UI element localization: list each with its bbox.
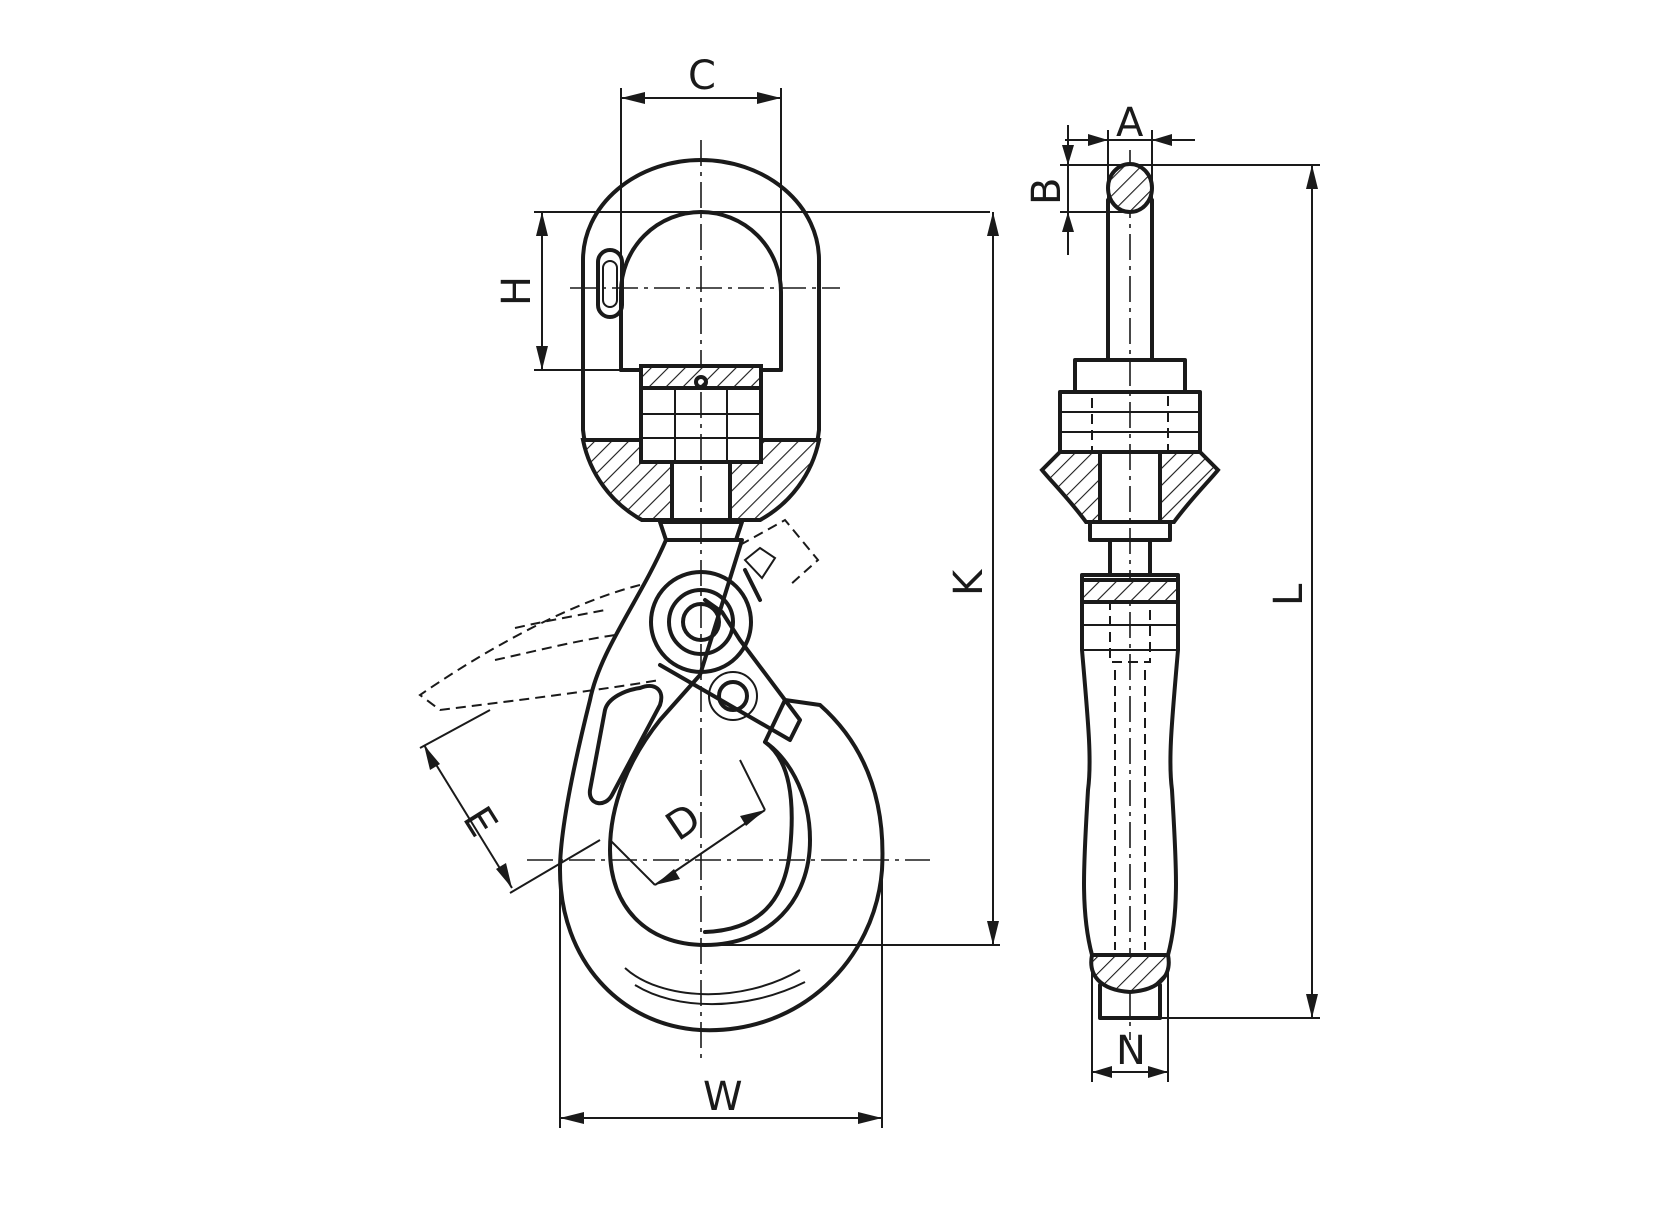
latch-open-phantom-detail xyxy=(494,634,616,661)
dim-e-line xyxy=(423,744,513,889)
dim-e-arrow-bottom xyxy=(496,863,512,888)
dim-d-arrow-right xyxy=(740,810,765,826)
dim-h-label: H xyxy=(494,276,540,306)
dim-w-arrow-left xyxy=(560,1112,584,1124)
hook-body-outline xyxy=(558,538,885,1033)
latch-pivot-ring xyxy=(667,588,735,656)
eye-side-slot xyxy=(596,248,624,319)
latch-trigger-button xyxy=(717,680,749,712)
latch-arm xyxy=(743,568,762,602)
hook-inner-rib xyxy=(624,967,801,996)
dim-a-arrow-right xyxy=(1152,134,1172,146)
dim-c-arrow-left xyxy=(621,92,645,104)
dim-n-arrow-left xyxy=(1092,1066,1112,1078)
dim-a-label: A xyxy=(1116,100,1144,146)
latch-pivot-inner xyxy=(681,602,721,642)
dim-e-arrow-top xyxy=(424,745,440,770)
latch-open-phantom xyxy=(418,584,661,712)
hook-throat-inner xyxy=(703,740,794,934)
eye-lower-right-section xyxy=(728,438,822,522)
dim-n-arrow-right xyxy=(1148,1066,1168,1078)
side-view: A B L N xyxy=(1024,100,1320,1082)
side-hook-center-slot xyxy=(1114,670,1146,950)
dim-k-label: K xyxy=(946,568,992,596)
dim-c-label: C xyxy=(688,53,716,99)
dim-k-arrow-top xyxy=(987,212,999,236)
dim-h-arrow-top xyxy=(536,212,548,236)
dim-l-label: L xyxy=(1266,583,1312,606)
dim-h-arrow-bottom xyxy=(536,346,548,370)
side-eye-bar xyxy=(1106,198,1154,362)
dim-k-arrow-bottom xyxy=(987,921,999,945)
dim-l-arrow-top xyxy=(1306,165,1318,189)
side-hook-tip xyxy=(1098,983,1162,1020)
side-eye-section xyxy=(1106,162,1154,214)
latch-open-phantom-top xyxy=(739,518,820,586)
hook-inner-rib-2 xyxy=(634,981,806,1006)
bearing-pin xyxy=(694,375,708,389)
front-view: C H K E D W xyxy=(418,53,1000,1128)
side-latch-section xyxy=(1080,578,1180,604)
hook-side-window xyxy=(587,684,664,806)
dim-a-arrow-left xyxy=(1088,134,1108,146)
dim-d-arrow-left xyxy=(655,869,680,885)
safety-latch xyxy=(658,598,802,742)
side-hook-inner xyxy=(1109,601,1151,663)
eye-lower-left-section xyxy=(580,438,674,522)
dim-c-arrow-right xyxy=(757,92,781,104)
side-neck xyxy=(1108,538,1152,577)
side-hook-tip-section xyxy=(1089,953,1171,995)
side-collar-ring xyxy=(1088,520,1172,542)
latch-pivot-outer xyxy=(649,570,753,674)
dim-d-ext-right xyxy=(739,759,766,811)
dim-w-label: W xyxy=(703,1074,743,1120)
latch-open-phantom-detail-2 xyxy=(514,609,606,629)
latch-spring-tab xyxy=(743,546,777,580)
dim-e-ext-top xyxy=(419,709,491,749)
eye-side-slot-inner xyxy=(602,260,618,308)
dim-b-label: B xyxy=(1024,178,1070,205)
dim-b-arrow-top xyxy=(1062,145,1074,165)
dim-l-arrow-bottom xyxy=(1306,994,1318,1018)
dim-b-arrow-bottom xyxy=(1062,212,1074,232)
dim-n-label: N xyxy=(1116,1028,1146,1074)
side-collar-left xyxy=(1039,450,1102,524)
dim-w-arrow-right xyxy=(858,1112,882,1124)
dim-e-ext-bottom xyxy=(509,839,601,894)
side-collar-right xyxy=(1158,450,1221,524)
latch-trigger-ring xyxy=(708,671,758,721)
side-swivel-inner xyxy=(1091,391,1169,453)
dim-d-ext-left xyxy=(609,839,656,886)
